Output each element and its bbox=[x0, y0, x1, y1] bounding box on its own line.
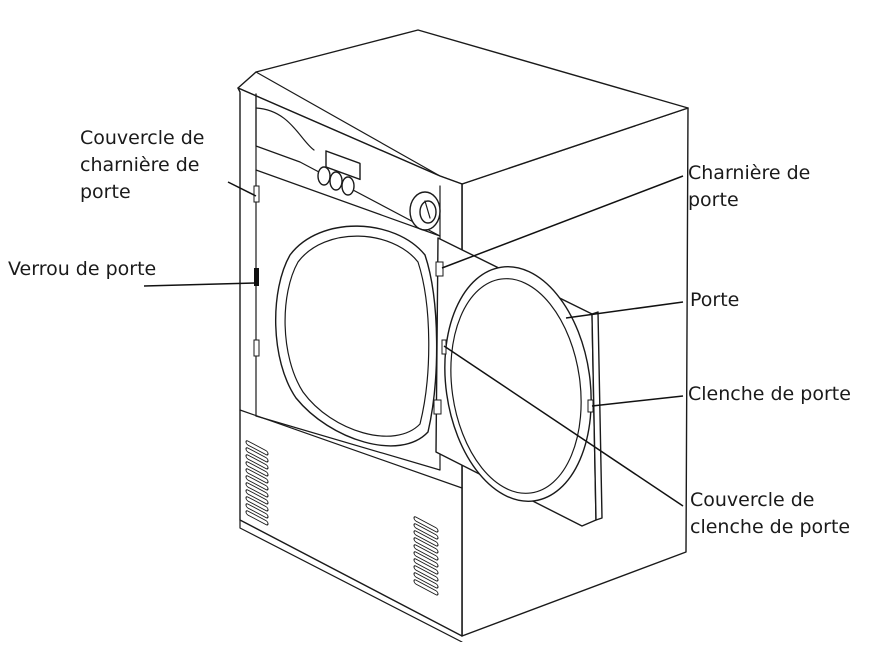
cabinet-base bbox=[239, 519, 463, 643]
door-hinge-bottom bbox=[433, 399, 442, 415]
plinth-top-edge bbox=[239, 409, 463, 489]
door-lock bbox=[254, 268, 259, 286]
control-panel bbox=[255, 93, 441, 237]
top-edge-line bbox=[255, 71, 441, 177]
door-window-inner bbox=[450, 278, 582, 494]
leader-door-hinge bbox=[441, 175, 684, 269]
program-button-2 bbox=[329, 171, 343, 191]
hinge-cover-bottom bbox=[253, 339, 260, 357]
door-hinge-top bbox=[435, 261, 444, 277]
control-panel-curve bbox=[255, 107, 315, 151]
label-door: Porte bbox=[690, 289, 740, 311]
dial-indicator bbox=[424, 200, 431, 219]
leader-door-latch bbox=[591, 395, 684, 407]
hinge-cover-top bbox=[253, 185, 260, 203]
program-button-3 bbox=[341, 176, 355, 196]
right-vents bbox=[413, 516, 439, 596]
drum-opening-outer bbox=[274, 225, 438, 447]
leader-door-lock bbox=[143, 282, 257, 287]
door-edge bbox=[591, 311, 603, 521]
label-door-lock: Verrou de porte bbox=[8, 258, 157, 280]
leader-door bbox=[565, 301, 684, 319]
drum-opening-inner bbox=[284, 235, 430, 437]
door-window-outer bbox=[444, 266, 592, 502]
label-hinge-cover: Couvercle de charnière de porte bbox=[80, 127, 205, 203]
label-door-latch: Clenche de porte bbox=[688, 383, 851, 405]
label-latch-cover: Couvercle de clenche de porte bbox=[690, 489, 851, 538]
leader-hinge-cover bbox=[227, 181, 257, 197]
program-button-1 bbox=[317, 166, 331, 186]
label-door-hinge: Charnière de porte bbox=[688, 162, 811, 211]
leader-latch-cover bbox=[443, 345, 684, 507]
display-window bbox=[325, 150, 361, 181]
left-vents bbox=[245, 440, 269, 526]
